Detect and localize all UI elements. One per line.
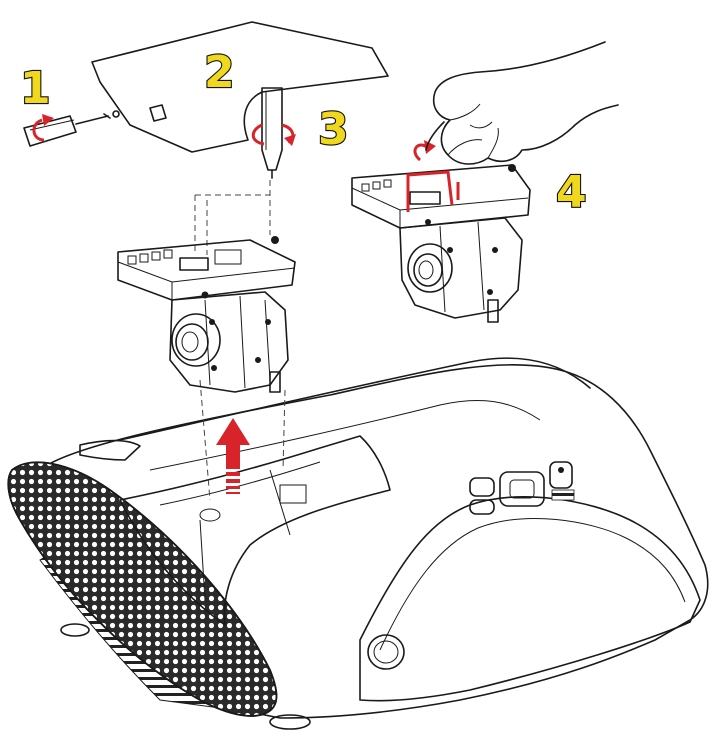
lamp-module-center [117, 236, 296, 393]
lamp-module-step4 [351, 140, 531, 323]
lamp-removal-arrow [216, 418, 250, 494]
screwdriver-step1 [23, 110, 120, 147]
lamp-compartment [79, 435, 391, 626]
control-panel [469, 461, 575, 515]
alignment-lines [194, 180, 286, 501]
speaker-grille [7, 461, 278, 717]
step-number-3: 3 [318, 104, 349, 155]
hand-illustration [425, 41, 619, 165]
screwdriver-step3 [251, 87, 296, 179]
step-number-2: 2 [204, 47, 235, 98]
step-number-4: 4 [556, 167, 587, 218]
lamp-cover [91, 21, 389, 153]
step-number-1: 1 [20, 63, 51, 114]
